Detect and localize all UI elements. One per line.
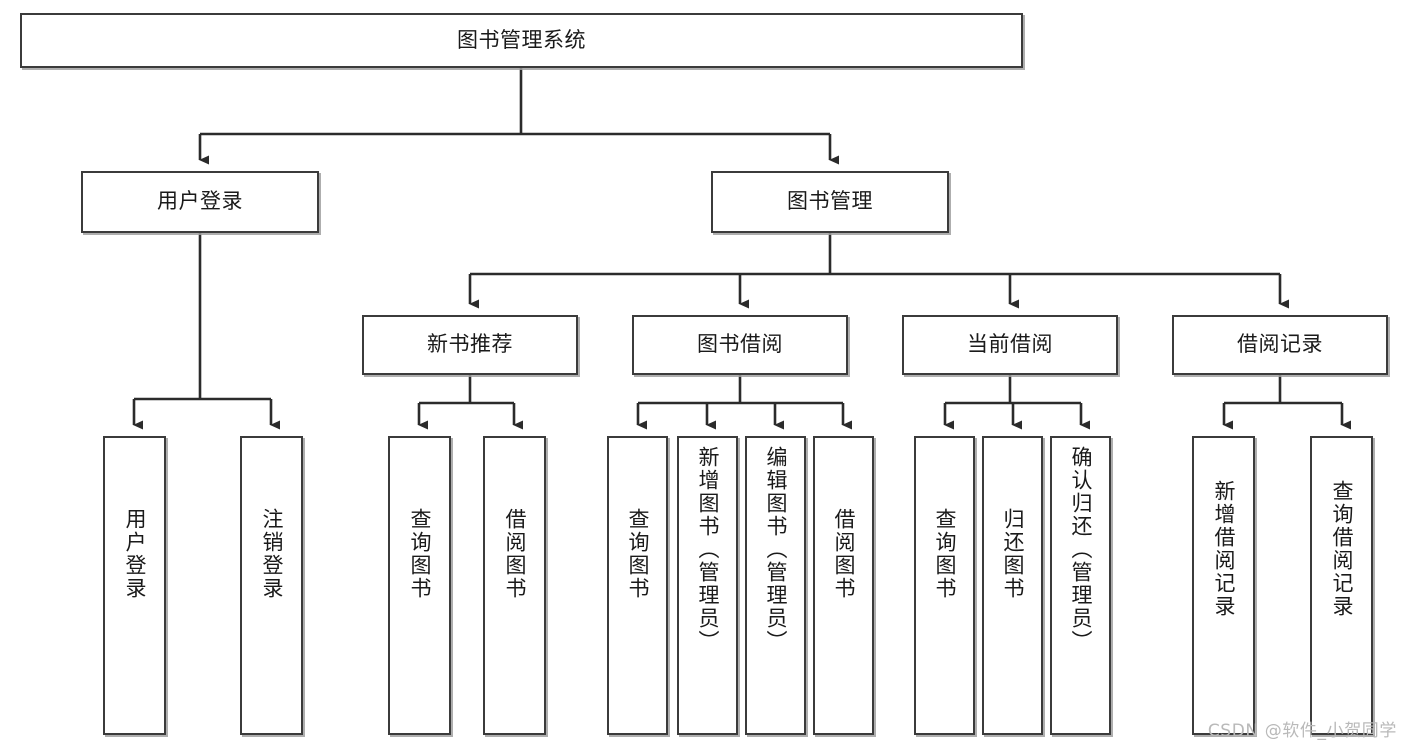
edge-book-borrow-to-leaves [636, 375, 852, 430]
node-new-book-recommend-label: 新书推荐 [427, 332, 513, 357]
edge-book-manage-to-level2 [468, 233, 1289, 309]
leaf-user-logout[interactable]: 注销登录 [240, 436, 303, 735]
leaf-return-book-label: 归还图书 [1000, 508, 1025, 600]
leaf-add-book-admin[interactable]: 新增图书（管理员） [677, 436, 738, 735]
leaf-confirm-return-admin[interactable]: 确认归还（管理员） [1050, 436, 1111, 735]
edge-user-login-to-leaves [132, 233, 280, 430]
leaf-user-login-label: 用户登录 [122, 508, 147, 600]
node-user-login[interactable]: 用户登录 [81, 171, 319, 233]
leaf-edit-book-admin[interactable]: 编辑图书（管理员） [745, 436, 806, 735]
leaf-query-book-new-rec-label: 查询图书 [407, 508, 432, 600]
node-current-borrow[interactable]: 当前借阅 [902, 315, 1118, 375]
node-book-borrow-label: 图书借阅 [697, 332, 783, 357]
leaf-query-borrow-record-label: 查询借阅记录 [1329, 480, 1354, 618]
node-book-manage[interactable]: 图书管理 [711, 171, 949, 233]
csdn-watermark: CSDN @软件_小贺同学 [1207, 721, 1397, 741]
leaf-query-book-current-label: 查询图书 [932, 508, 957, 600]
leaf-user-logout-label: 注销登录 [259, 508, 284, 600]
leaf-add-borrow-record-label: 新增借阅记录 [1211, 480, 1236, 618]
node-root-label: 图书管理系统 [457, 27, 586, 52]
node-borrow-record[interactable]: 借阅记录 [1172, 315, 1388, 375]
node-root[interactable]: 图书管理系统 [20, 13, 1023, 68]
leaf-return-book[interactable]: 归还图书 [982, 436, 1043, 735]
leaf-query-book-borrow-label: 查询图书 [625, 508, 650, 600]
node-book-manage-label: 图书管理 [787, 189, 873, 214]
node-new-book-recommend[interactable]: 新书推荐 [362, 315, 578, 375]
leaf-query-borrow-record[interactable]: 查询借阅记录 [1310, 436, 1373, 735]
leaf-borrow-book-new-rec-label: 借阅图书 [502, 508, 527, 600]
leaf-confirm-return-admin-label: 确认归还（管理员） [1068, 446, 1093, 653]
leaf-user-login[interactable]: 用户登录 [103, 436, 166, 735]
node-borrow-record-label: 借阅记录 [1237, 332, 1323, 357]
leaf-borrow-book-new-rec[interactable]: 借阅图书 [483, 436, 546, 735]
leaf-add-borrow-record[interactable]: 新增借阅记录 [1192, 436, 1255, 735]
leaf-borrow-book-borrow[interactable]: 借阅图书 [813, 436, 874, 735]
leaf-borrow-book-borrow-label: 借阅图书 [831, 508, 856, 600]
node-user-login-label: 用户登录 [157, 189, 243, 214]
node-book-borrow[interactable]: 图书借阅 [632, 315, 848, 375]
edge-borrow-record-to-leaves [1222, 375, 1351, 430]
edge-root-to-level1 [198, 68, 839, 165]
leaf-query-book-current[interactable]: 查询图书 [914, 436, 975, 735]
leaf-add-book-admin-label: 新增图书（管理员） [695, 446, 720, 653]
node-current-borrow-label: 当前借阅 [967, 332, 1053, 357]
edge-current-borrow-to-leaves [943, 375, 1090, 430]
leaf-query-book-borrow[interactable]: 查询图书 [607, 436, 668, 735]
leaf-edit-book-admin-label: 编辑图书（管理员） [763, 446, 788, 653]
edge-new-book-rec-to-leaves [417, 375, 523, 430]
leaf-query-book-new-rec[interactable]: 查询图书 [388, 436, 451, 735]
